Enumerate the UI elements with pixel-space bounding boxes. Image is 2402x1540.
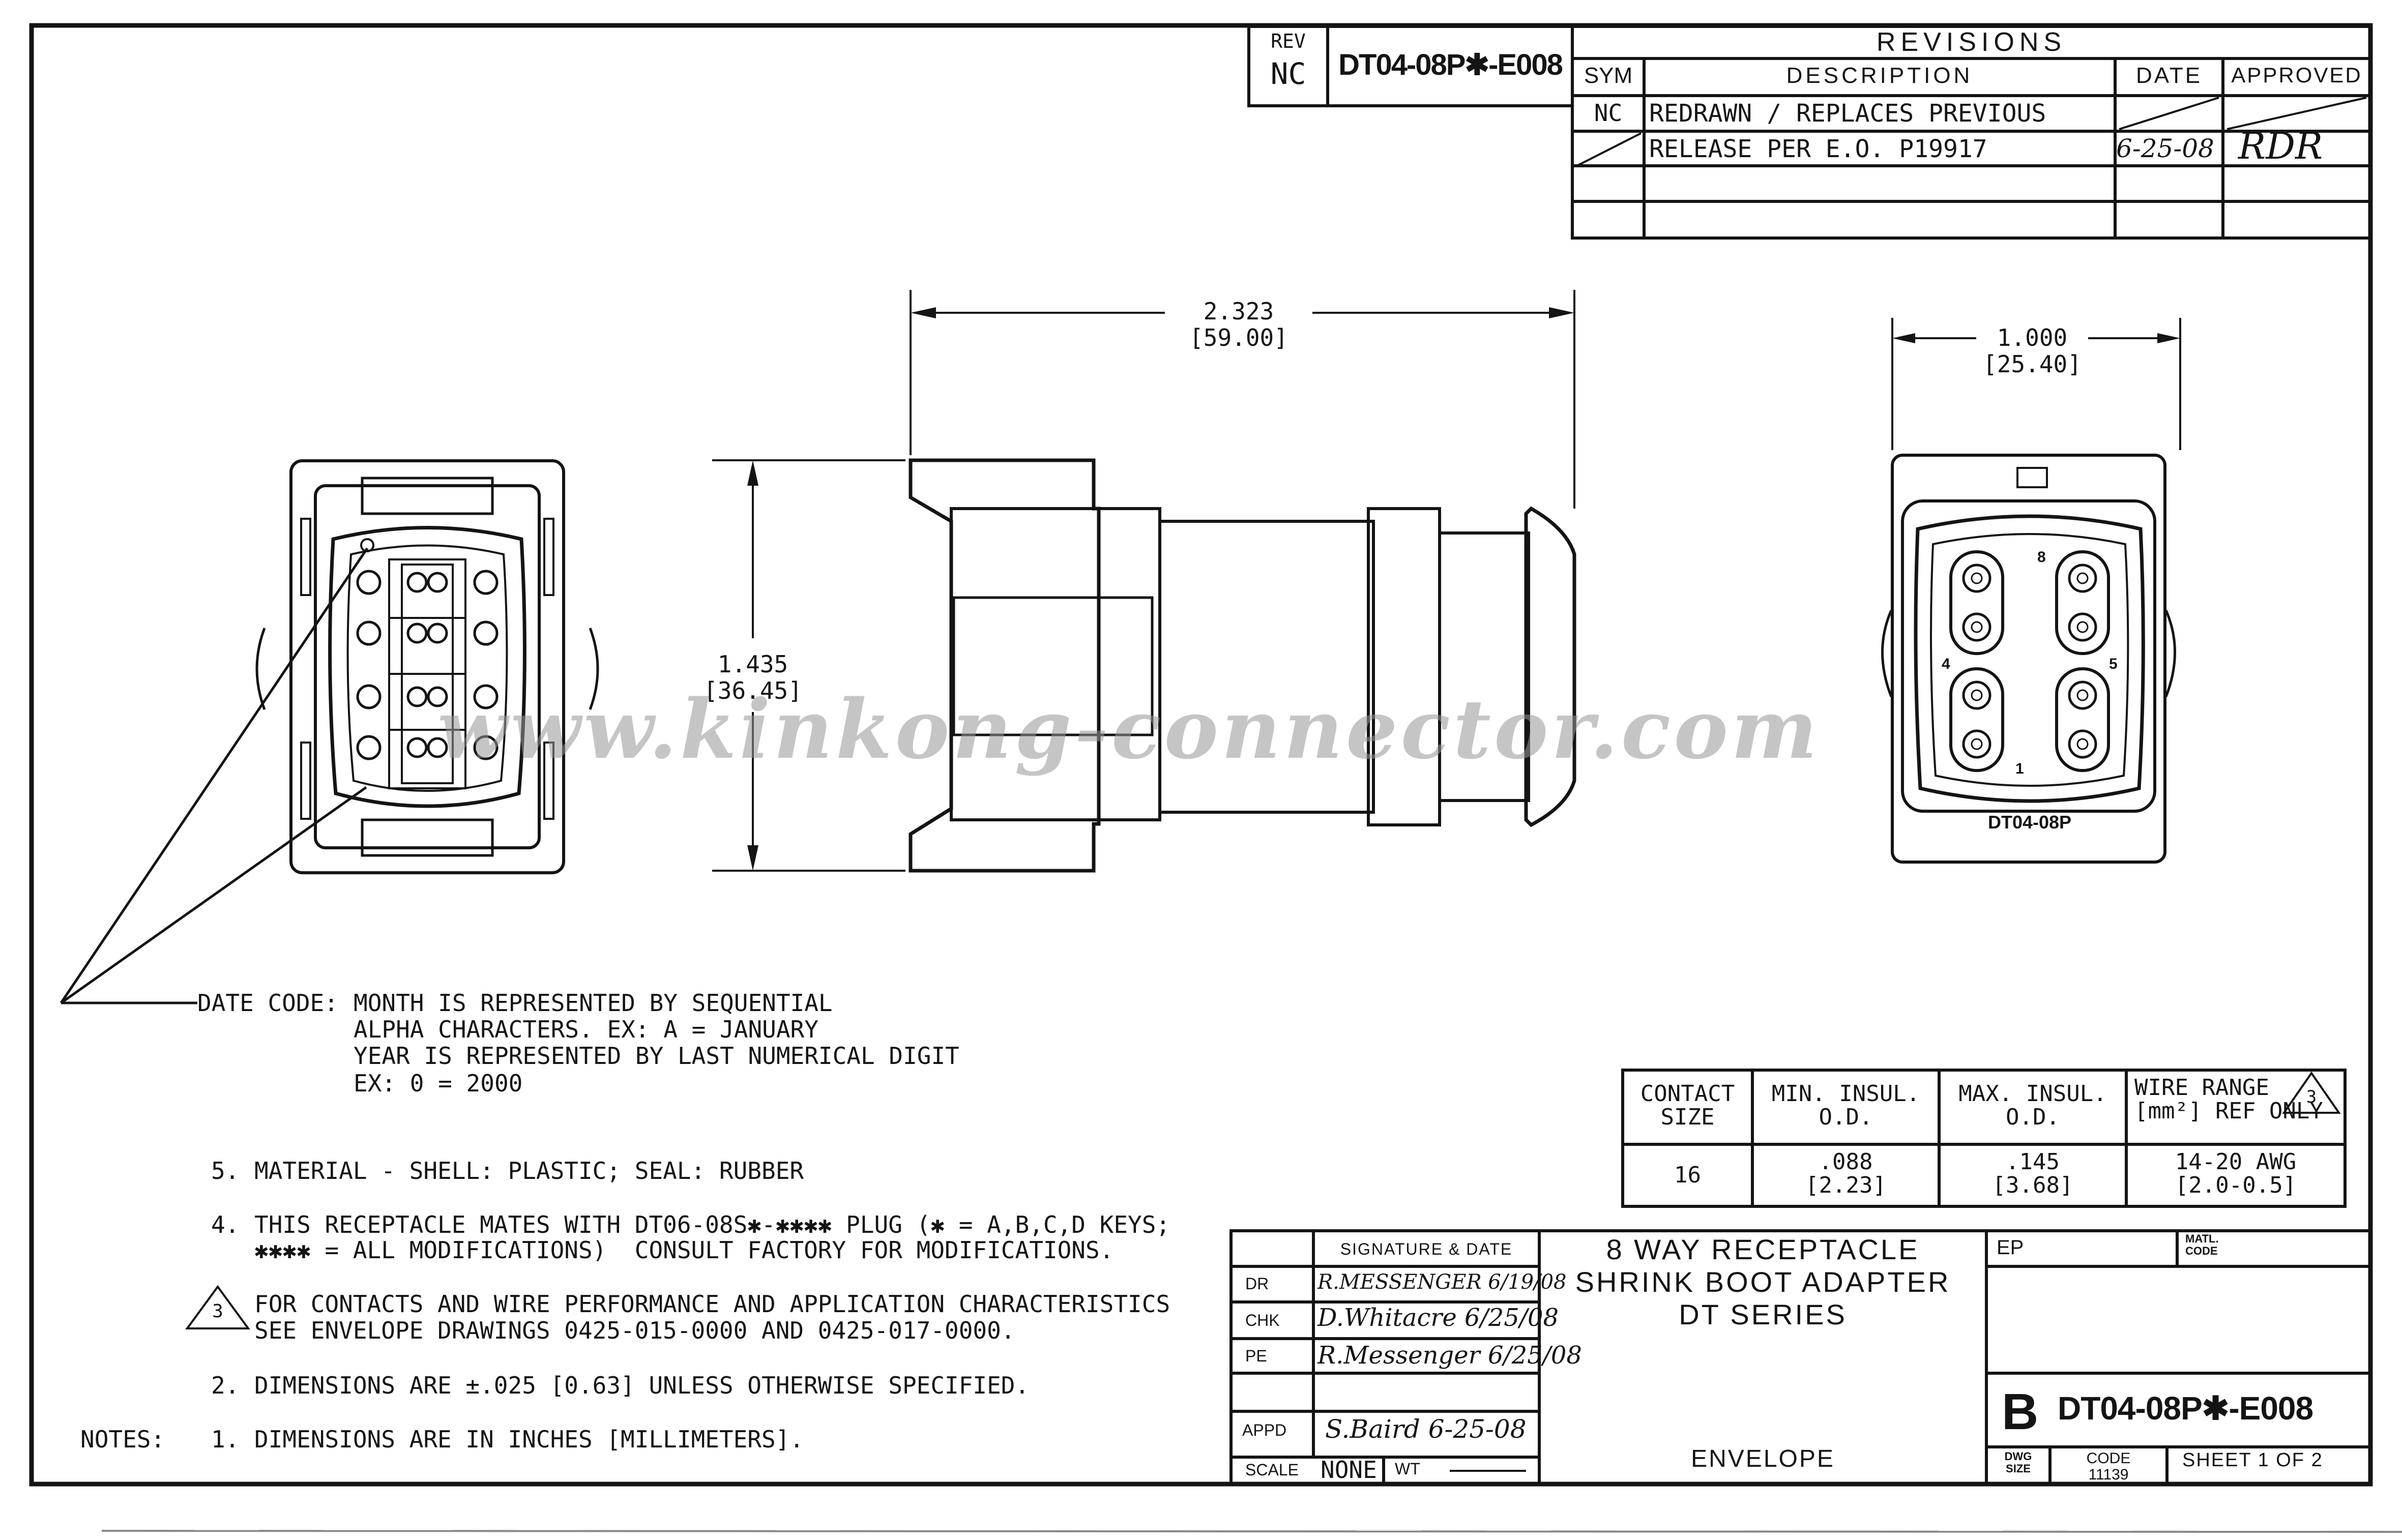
- note-flag-triangle: [2282, 1071, 2341, 1114]
- rev-value: NC: [1270, 56, 1306, 91]
- tb-sig-pe: R.Messenger 6/25/08: [1317, 1341, 1582, 1370]
- wire-cell-max: .145[3.68]: [1992, 1149, 2073, 1199]
- drawing-border: [29, 23, 2373, 1487]
- note-4-text-1: THIS RECEPTACLE MATES WITH DT06-08S✱-✱✱✱…: [254, 1211, 1170, 1238]
- tb-label-appd: APPD: [1242, 1421, 1287, 1439]
- revisions-title: REVISIONS: [1876, 27, 2067, 57]
- date-code-label: DATE CODE:: [197, 989, 338, 1017]
- rev-header-description: DESCRIPTION: [1786, 63, 1973, 88]
- wire-cell-contact: 16: [1674, 1162, 1701, 1188]
- rev-row-approved: RDR: [2238, 125, 2323, 167]
- rev-header-sym: SYM: [1584, 63, 1633, 88]
- note-3-text-1: FOR CONTACTS AND WIRE PERFORMANCE AND AP…: [254, 1290, 1170, 1318]
- rev-row-description-2: RELEASE PER E.O. P19917: [1649, 135, 1987, 163]
- pin-label-4: 4: [1942, 656, 1950, 672]
- note-5-num: 5.: [211, 1157, 240, 1184]
- pin-label-5: 5: [2109, 656, 2118, 672]
- tb-sig-chk: D.Whitacre 6/25/08: [1317, 1304, 1559, 1332]
- dim-length-inch: 2.323: [1203, 298, 1274, 325]
- tb-wt-label: WT: [1395, 1460, 1420, 1478]
- tb-drawing-number: DT04-08P✱-E008: [2058, 1390, 2313, 1427]
- note-2-num: 2.: [211, 1372, 240, 1399]
- date-code-line-3: YEAR IS REPRESENTED BY LAST NUMERICAL DI…: [354, 1042, 959, 1070]
- dim-height-inch: 1.435: [717, 650, 788, 678]
- dim-height-mm: [36.45]: [704, 677, 802, 704]
- note-3-text-2: SEE ENVELOPE DRAWINGS 0425-015-0000 AND …: [254, 1317, 1015, 1344]
- watermark: www.kinkong-connector.com: [437, 682, 1821, 777]
- date-code-line-1: MONTH IS REPRESENTED BY SEQUENTIAL: [354, 989, 833, 1017]
- dim-width-mm: [25.40]: [1983, 350, 2082, 378]
- note-2-text: DIMENSIONS ARE ±.025 [0.63] UNLESS OTHER…: [254, 1372, 1030, 1399]
- wire-cell-min: .088[2.23]: [1805, 1149, 1886, 1199]
- rev-row-date: 6-25-08: [2116, 134, 2214, 163]
- note-1-text: DIMENSIONS ARE IN INCHES [MILLIMETERS].: [254, 1426, 804, 1453]
- tb-title-line-1: 8 WAY RECEPTACLE: [1606, 1233, 1920, 1265]
- tb-label-pe: PE: [1245, 1347, 1267, 1365]
- wire-header-max-insul: MAX. INSUL.O.D.: [1958, 1081, 2107, 1131]
- note-3-flag-num: 3: [212, 1301, 223, 1322]
- front-face-view: [255, 459, 599, 874]
- wire-header-wire-range: WIRE RANGE[mm²] REF ONLY: [2134, 1075, 2323, 1124]
- tb-matl-code-label: MATL.CODE: [2185, 1232, 2219, 1258]
- wire-cell-range: 14-20 AWG[2.0-0.5]: [2175, 1149, 2297, 1199]
- date-code-line-2: ALPHA CHARACTERS. EX: A = JANUARY: [354, 1016, 818, 1043]
- dim-length-mm: [59.00]: [1189, 324, 1288, 351]
- tb-label-dr: DR: [1245, 1275, 1269, 1293]
- tb-scale-label: SCALE: [1245, 1461, 1299, 1479]
- date-code-line-4: EX: 0 = 2000: [354, 1070, 523, 1097]
- tb-envelope: ENVELOPE: [1691, 1445, 1835, 1472]
- pin-label-1: 1: [2015, 760, 2024, 777]
- rev-header-date: DATE: [2135, 63, 2203, 88]
- wire-note-flag: 3: [2306, 1087, 2317, 1107]
- tb-title-line-3: DT SERIES: [1679, 1298, 1847, 1330]
- tb-sig-appd: S.Baird 6-25-08: [1325, 1414, 1527, 1444]
- note-1-num: 1.: [211, 1426, 240, 1453]
- tb-ep-label: EP: [1997, 1236, 2024, 1259]
- rev-row-description-1: REDRAWN / REPLACES PREVIOUS: [1649, 99, 2046, 128]
- rev-header-approved: APPROVED: [2231, 63, 2362, 87]
- note-4-num: 4.: [211, 1211, 240, 1238]
- dim-width-inch: 1.000: [1997, 324, 2068, 351]
- note-4-text-2: ✱✱✱✱ = ALL MODIFICATIONS) CONSULT FACTOR…: [254, 1236, 1114, 1264]
- side-profile-view: [909, 458, 1576, 873]
- wire-header-min-insul: MIN. INSUL.O.D.: [1771, 1081, 1920, 1131]
- signature-header: SIGNATURE & DATE: [1340, 1240, 1513, 1258]
- tb-sig-dr: R.MESSENGER 6/19/08: [1317, 1270, 1567, 1294]
- rev-label: REV: [1271, 30, 1306, 52]
- tb-label-chk: CHK: [1245, 1311, 1280, 1329]
- pin-label-8: 8: [2037, 549, 2046, 566]
- tb-scale-value: NONE: [1321, 1456, 1377, 1484]
- notes-label: NOTES:: [80, 1426, 165, 1453]
- note-5-text: MATERIAL - SHELL: PLASTIC; SEAL: RUBBER: [254, 1157, 804, 1184]
- rear-face-view: [1881, 454, 2176, 864]
- rev-part-number: DT04-08P✱-E008: [1338, 48, 1563, 81]
- tb-dwg-size: B: [2002, 1383, 2039, 1440]
- rev-row-sym: NC: [1594, 99, 1623, 127]
- tb-sheet: SHEET 1 OF 2: [2182, 1449, 2323, 1471]
- tb-title-line-2: SHRINK BOOT ADAPTER: [1575, 1266, 1951, 1298]
- face-model-marking: DT04-08P: [1987, 812, 2072, 833]
